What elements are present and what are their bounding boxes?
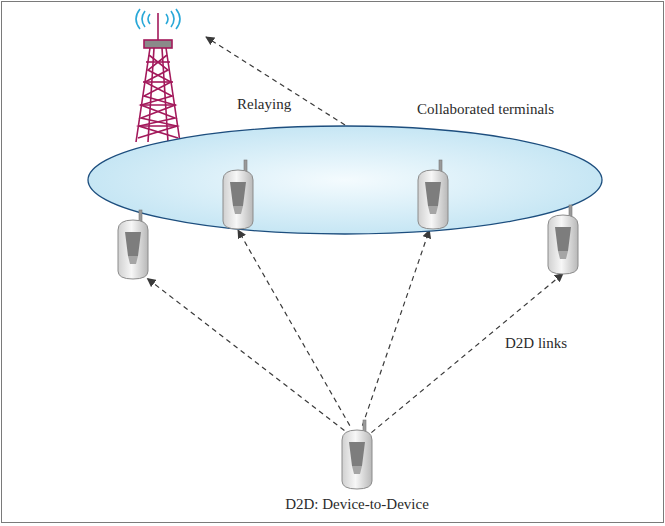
dashed-link: [147, 279, 344, 431]
terminal: [545, 205, 581, 275]
phone-icon: [339, 420, 375, 490]
dashed-link: [362, 230, 429, 426]
terminal: [415, 160, 451, 230]
terminal: [115, 210, 151, 280]
caption: D2D: Device-to-Device: [257, 495, 457, 513]
phone-icon: [220, 160, 256, 230]
region-label: Collaborated terminals: [417, 100, 554, 118]
tower-icon: [110, 10, 206, 145]
link-label: D2D links: [505, 334, 567, 352]
source-terminal: [339, 420, 375, 490]
base-station: [110, 10, 206, 145]
ellipse-outline: [87, 125, 603, 235]
phone-icon: [415, 160, 451, 230]
collaboration-region: Collaborated terminals: [87, 125, 603, 235]
dashed-link: [206, 37, 345, 125]
dashed-link: [371, 274, 563, 433]
edge-label: Relaying: [237, 95, 291, 113]
phone-icon: [545, 205, 581, 275]
dashed-link: [238, 230, 350, 426]
phone-icon: [115, 210, 151, 280]
terminal: [220, 160, 256, 230]
